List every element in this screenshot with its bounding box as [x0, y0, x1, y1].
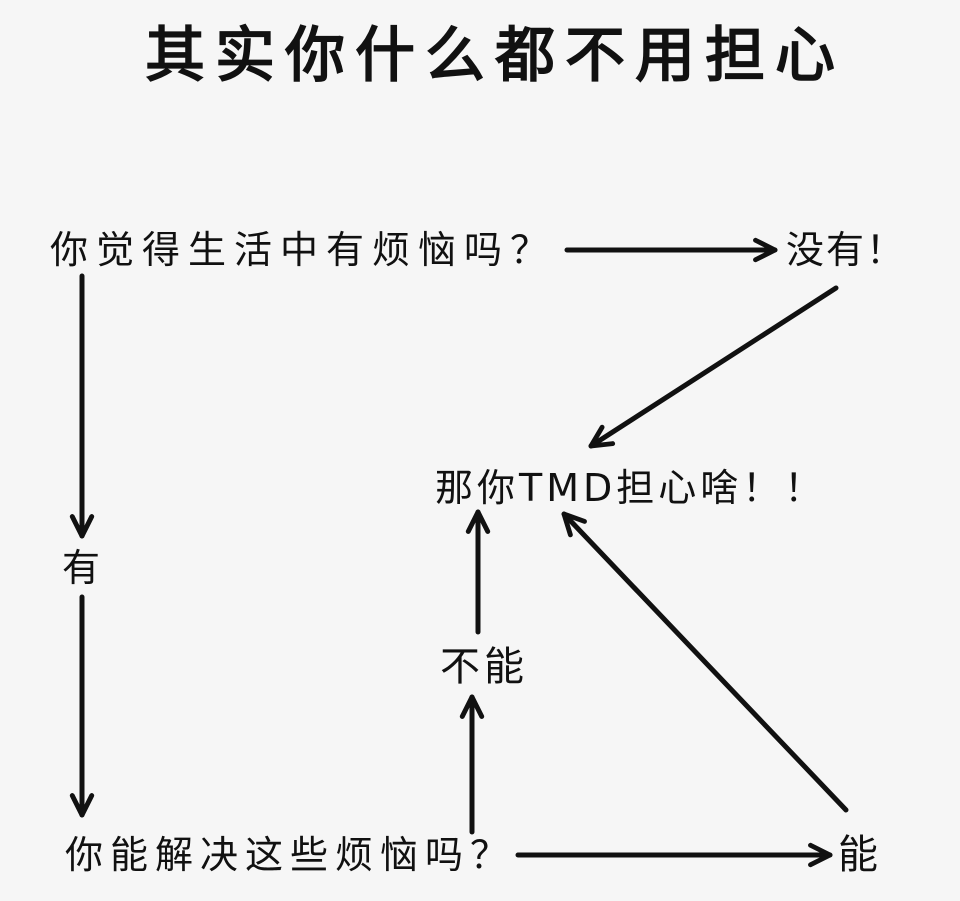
arrow-can-to-conclusion: [561, 511, 849, 813]
node-question-has-troubles: 你觉得生活中有烦恼吗？: [50, 228, 557, 272]
node-answer-yes: 有: [62, 546, 101, 590]
node-answer-no: 没有！: [786, 228, 907, 272]
node-question-can-solve: 你能解决这些烦恼吗？: [65, 833, 516, 877]
node-answer-cannot: 不能: [440, 644, 528, 690]
page-title: 其实你什么都不用担心: [145, 21, 845, 91]
node-conclusion: 那你TMD担心啥！！: [435, 466, 827, 510]
arrow-no-to-conclusion: [588, 285, 839, 449]
node-answer-can: 能: [838, 832, 878, 878]
